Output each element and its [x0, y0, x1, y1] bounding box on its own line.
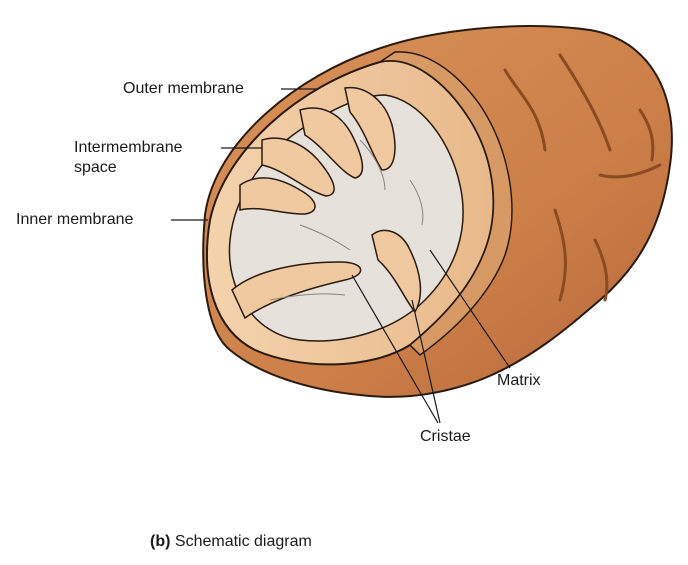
label-matrix: Matrix: [497, 371, 541, 391]
caption-text: Schematic diagram: [175, 533, 312, 550]
label-cristae: Cristae: [420, 427, 471, 447]
figure-caption: (b) Schematic diagram: [150, 532, 312, 552]
label-inner-membrane: Inner membrane: [16, 210, 133, 230]
label-intermembrane-line1: Intermembrane: [74, 139, 183, 156]
label-intermembrane-line2: space: [74, 159, 117, 176]
caption-panel-letter: (b): [150, 533, 170, 550]
label-outer-membrane: Outer membrane: [123, 79, 244, 99]
label-intermembrane-space: Intermembrane space: [74, 138, 183, 178]
